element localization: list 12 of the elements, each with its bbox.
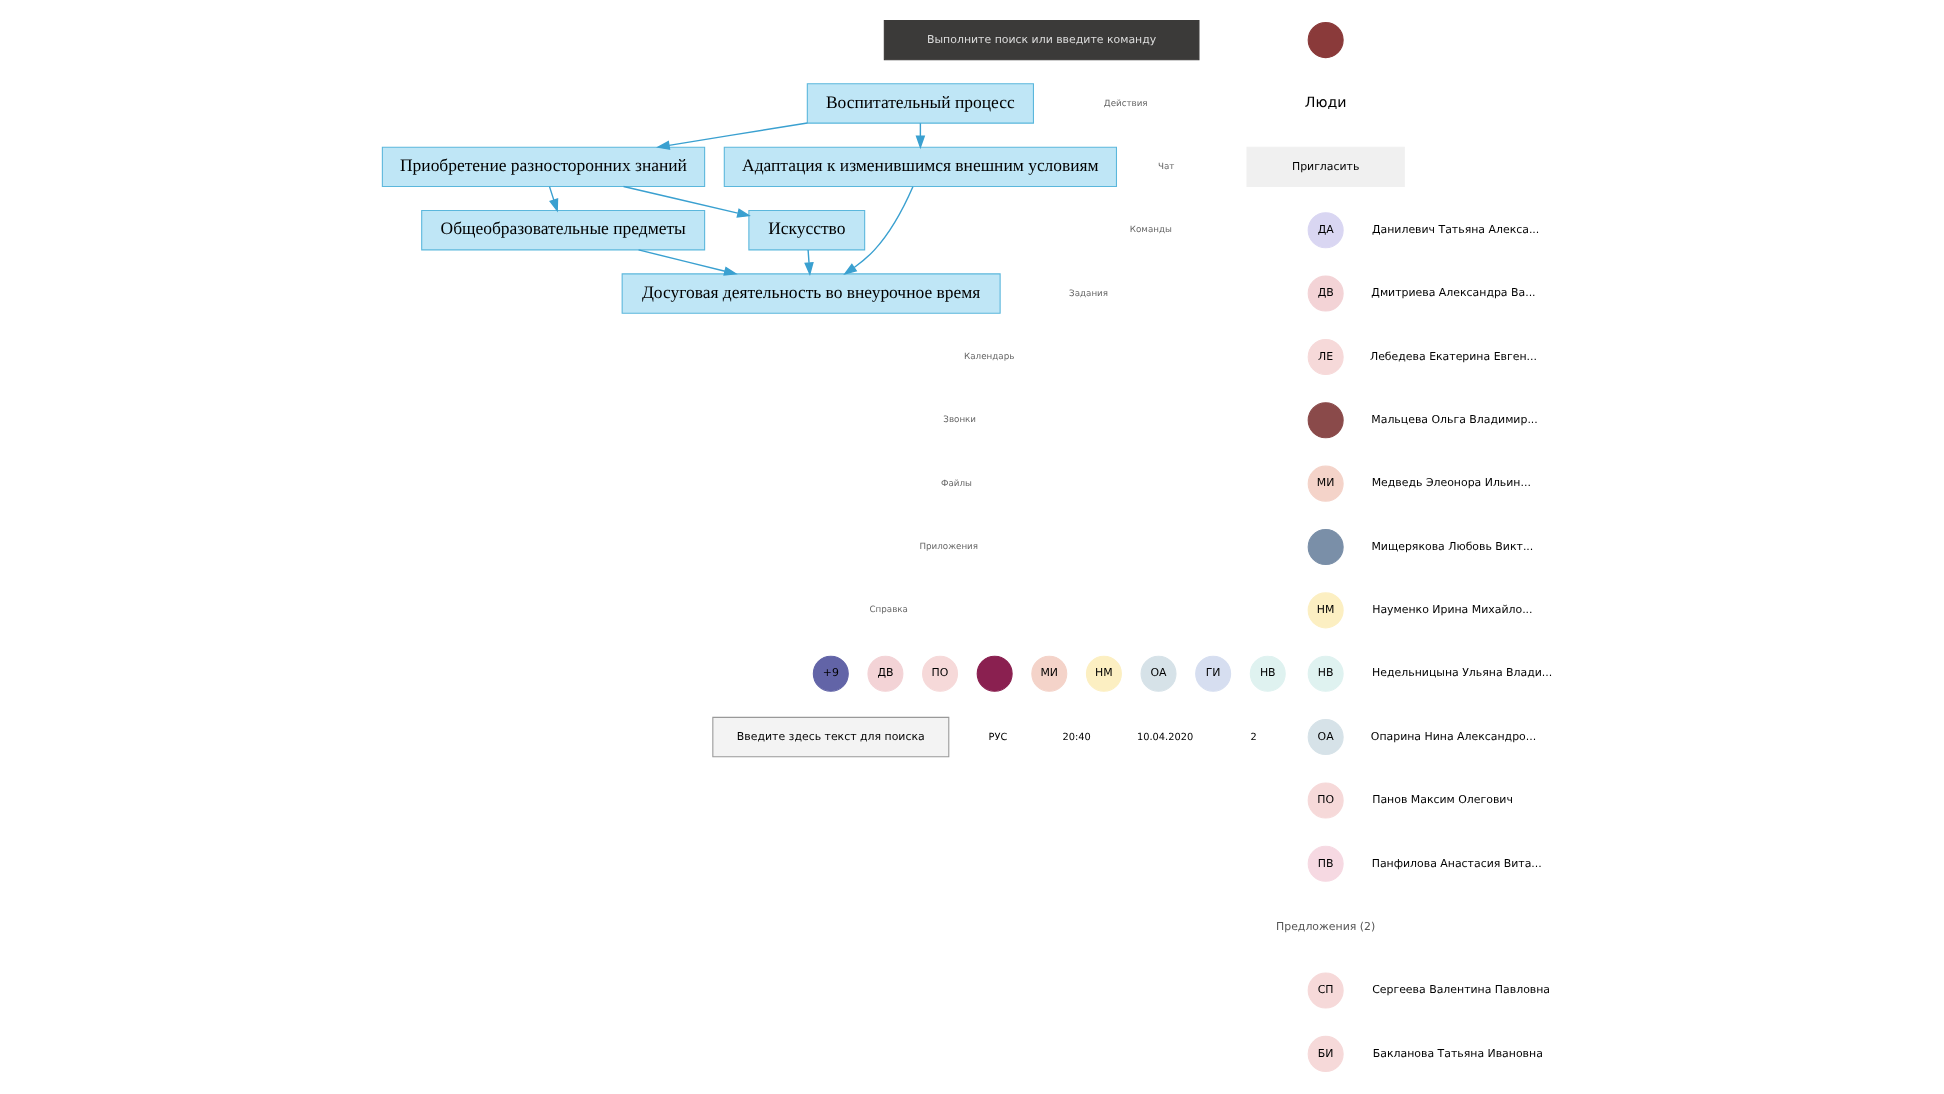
node-circle <box>1307 528 1344 566</box>
node-circle <box>1307 402 1344 439</box>
node-circle <box>976 655 1013 692</box>
node-box: Общеобразовательные предметы <box>421 210 706 251</box>
arrow <box>656 122 808 151</box>
node-box: Приобретение разносторонних знаний <box>381 146 706 188</box>
node-box: Адаптация к изменившимся внешним условиям <box>723 146 1117 188</box>
arrow <box>843 186 914 276</box>
node-box: Воспитательный процесс <box>806 83 1034 124</box>
node-box: Досуговая деятельность во внеурочное время <box>621 273 1001 314</box>
node-circle <box>1307 22 1344 59</box>
node-box: Искусство <box>748 210 866 251</box>
